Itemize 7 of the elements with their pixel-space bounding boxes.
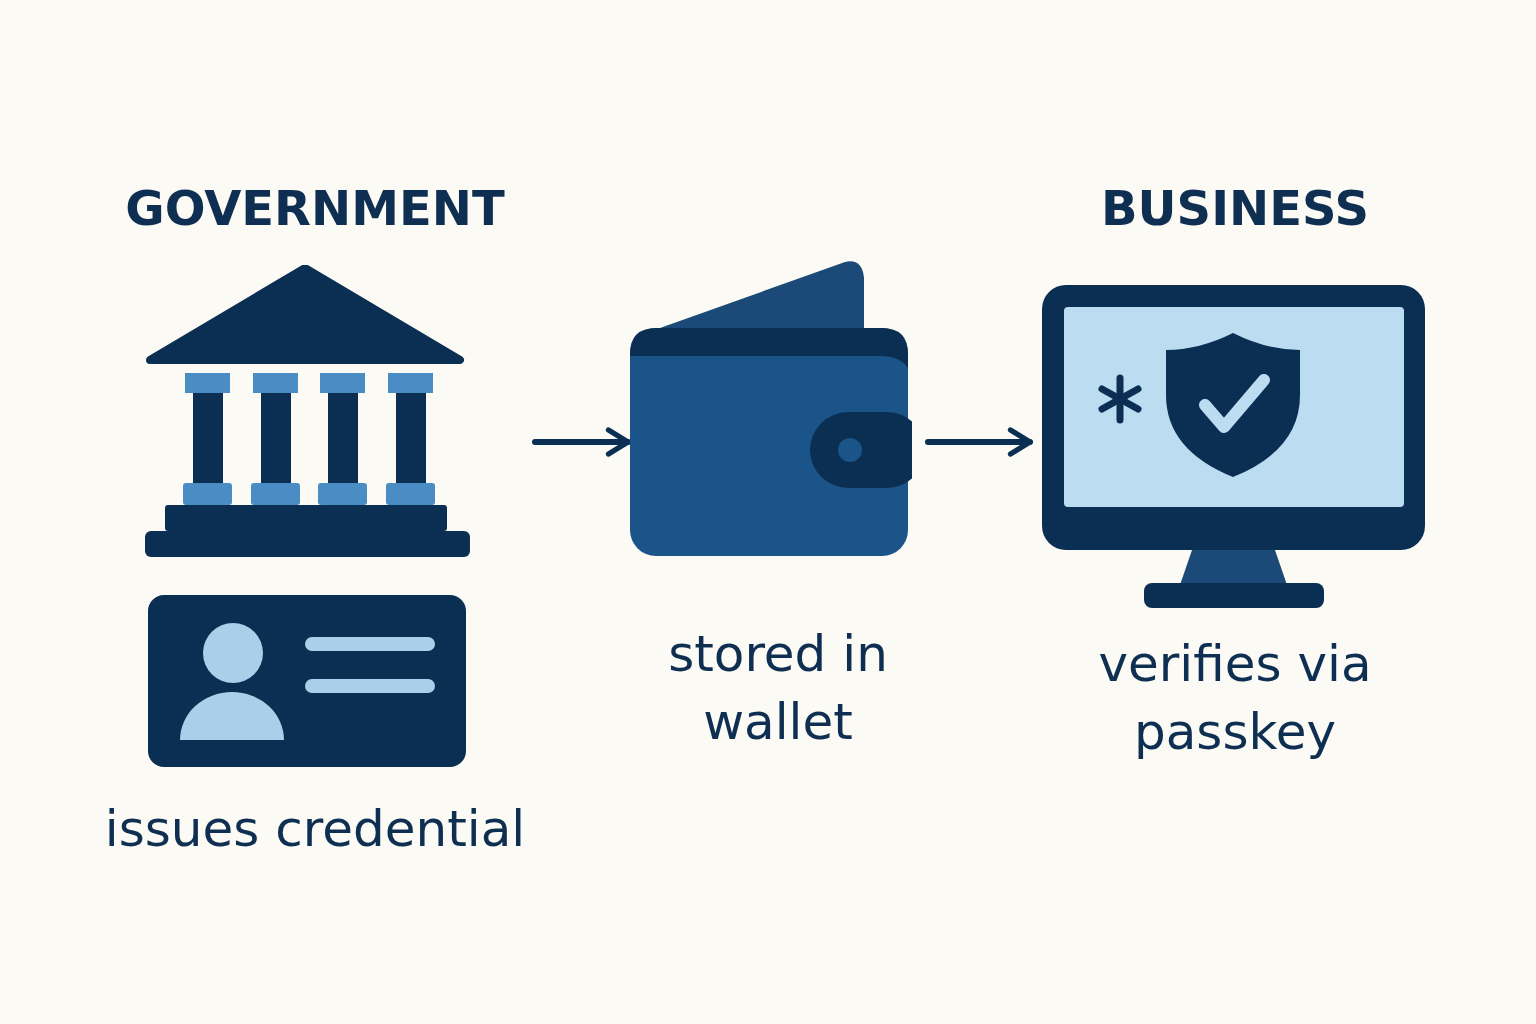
arrow — [925, 427, 1033, 457]
heading: BUSINESS — [1100, 180, 1370, 236]
node-label: stored in wallet — [667, 624, 889, 753]
node-label: issues credential — [103, 799, 527, 860]
node-label: verifies via passkey — [1097, 634, 1373, 763]
heading: GOVERNMENT — [124, 180, 506, 236]
arrow — [532, 427, 631, 457]
